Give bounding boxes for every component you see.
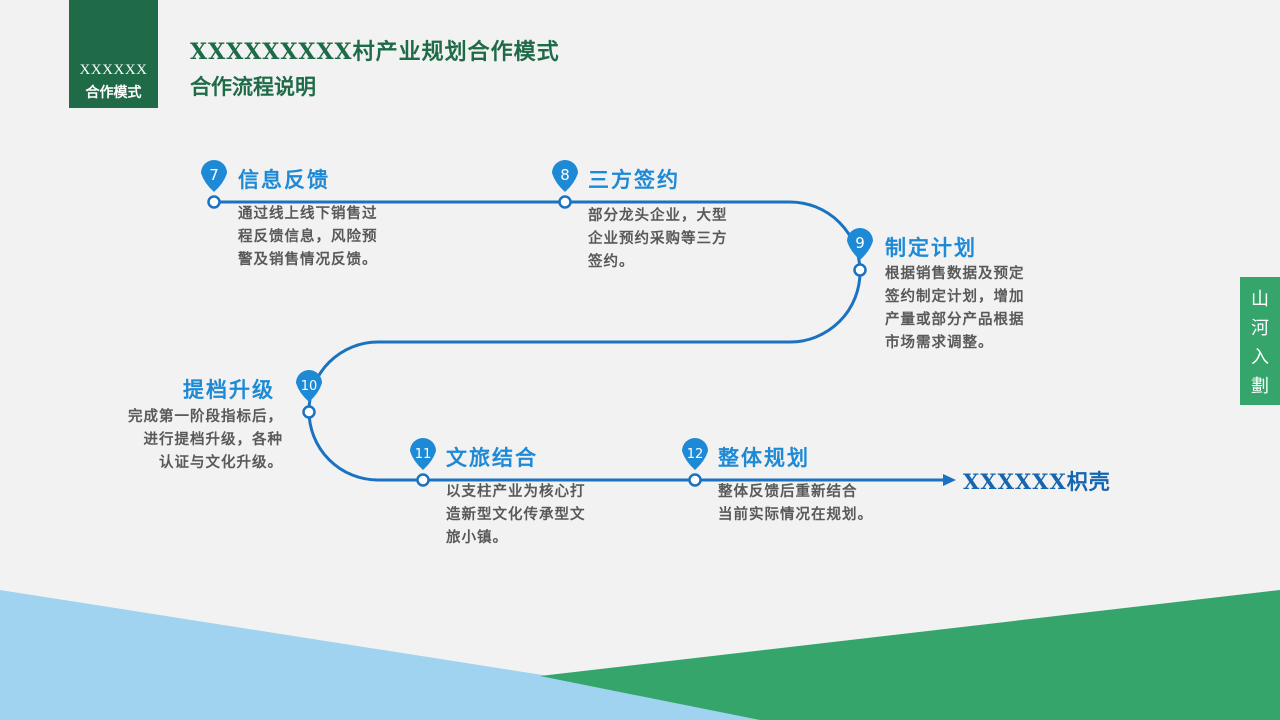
step-9-marker: 9 <box>847 228 873 277</box>
page-title: XXXXXXXXX村产业规划合作模式 <box>190 39 560 65</box>
step-10-marker: 10 <box>296 370 322 419</box>
desc-line: 进行提档升级，各种 <box>143 431 283 448</box>
desc-line: 造新型文化传承型文 <box>446 506 586 523</box>
step-12-marker: 12 <box>682 438 708 487</box>
desc-line: 企业预约采购等三方 <box>588 230 728 247</box>
step-11-marker: 11 <box>410 438 436 487</box>
location-pin-icon <box>552 160 578 192</box>
page-subtitle: 合作流程说明 <box>190 74 316 99</box>
desc-line: 签约。 <box>588 253 635 270</box>
flow-arrow-icon <box>943 474 956 486</box>
green-wedge <box>540 590 1280 720</box>
step-9-title: 制定计划 <box>885 235 977 260</box>
side-tab-char-2: 河 <box>1251 318 1269 339</box>
desc-line: 根据销售数据及预定 <box>885 265 1025 282</box>
desc-line: 部分龙头企业，大型 <box>588 207 728 224</box>
step-11-number: 11 <box>415 447 432 462</box>
desc-line: 警及销售情况反馈。 <box>238 251 378 268</box>
step-12-title: 整体规划 <box>718 445 810 470</box>
step-7-number: 7 <box>209 166 219 184</box>
desc-line: 认证与文化升级。 <box>159 454 283 471</box>
side-tab[interactable]: 山 河 入 劃 <box>1240 277 1280 405</box>
flow-line <box>214 200 945 482</box>
step-9-number: 9 <box>855 234 865 252</box>
desc-line: 通过线上线下销售过 <box>238 205 378 222</box>
desc-line: 产量或部分产品根据 <box>885 311 1025 328</box>
desc-line: 旅小镇。 <box>446 529 508 546</box>
step-10-description: 完成第一阶段指标后， 进行提档升级，各种 认证与文化升级。 <box>80 405 283 474</box>
desc-line: 整体反馈后重新结合 <box>718 483 858 500</box>
step-10-number: 10 <box>301 379 318 394</box>
side-tab-char-3: 入 <box>1251 347 1269 368</box>
location-pin-icon <box>847 228 873 260</box>
section-tag: XXXXXX 合作模式 <box>69 0 158 108</box>
side-tab-char-1: 山 <box>1251 289 1269 310</box>
step-8-marker: 8 <box>552 160 578 209</box>
desc-line: 签约制定计划，增加 <box>885 288 1025 305</box>
step-8-number: 8 <box>560 166 570 184</box>
step-11-description: 以支柱产业为核心打 造新型文化传承型文 旅小镇。 <box>446 480 586 549</box>
side-tab-char-4: 劃 <box>1251 376 1269 397</box>
desc-line: 完成第一阶段指标后， <box>128 408 283 425</box>
section-tag-line1: XXXXXX <box>79 62 148 78</box>
step-9-description: 根据销售数据及预定 签约制定计划，增加 产量或部分产品根据 市场需求调整。 <box>885 262 1025 354</box>
step-12-number: 12 <box>687 447 704 462</box>
desc-line: 当前实际情况在规划。 <box>718 506 873 523</box>
step-8-description: 部分龙头企业，大型 企业预约采购等三方 签约。 <box>588 204 728 273</box>
desc-line: 市场需求调整。 <box>885 334 994 351</box>
desc-line: 以支柱产业为核心打 <box>446 483 586 500</box>
location-pin-icon <box>682 438 708 470</box>
section-tag-line2: 合作模式 <box>85 85 142 101</box>
location-pin-icon <box>296 370 322 402</box>
step-10-title: 提档升级 <box>183 377 275 402</box>
desc-line: 程反馈信息，风险预 <box>238 228 378 245</box>
step-8-title: 三方签约 <box>588 167 680 192</box>
location-pin-icon <box>410 438 436 470</box>
step-12-description: 整体反馈后重新结合 当前实际情况在规划。 <box>718 480 873 526</box>
step-7-marker: 7 <box>200 159 227 209</box>
step-7-title: 信息反馈 <box>238 167 330 192</box>
end-label: XXXXXX枳壳 <box>963 469 1111 494</box>
step-11-title: 文旅结合 <box>446 445 538 470</box>
location-pin-icon <box>200 159 227 192</box>
step-7-description: 通过线上线下销售过 程反馈信息，风险预 警及销售情况反馈。 <box>238 202 378 271</box>
